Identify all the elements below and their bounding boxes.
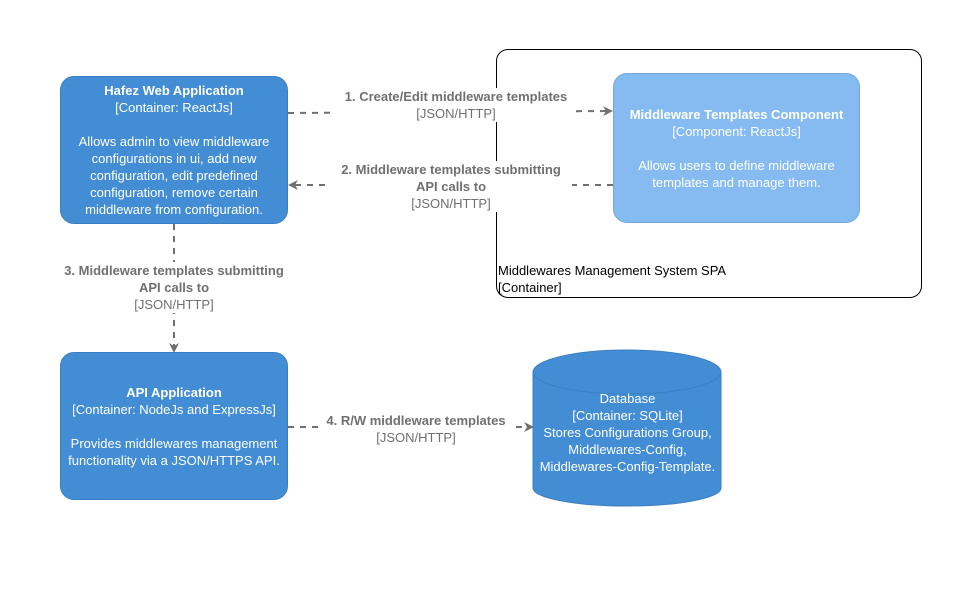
edge-2-label: 2. Middleware templates submitting API c… — [330, 161, 572, 212]
node-title: Middleware Templates Component — [629, 106, 844, 122]
node-tech: [Container: SQLite] — [572, 408, 683, 423]
database-node-text: Database [Container: SQLite] Stores Conf… — [530, 390, 725, 475]
edge-label-text: 1. Create/Edit middleware templates — [344, 89, 568, 104]
edge-protocol: [JSON/HTTP] — [411, 196, 491, 211]
node-tech: [Container: NodeJs and ExpressJs] — [72, 401, 276, 417]
api-application-node[interactable]: API Application [Container: NodeJs and E… — [60, 352, 288, 500]
node-description: Allows admin to view middleware configur… — [78, 134, 270, 217]
edge-4-label: 4. R/W middleware templates [JSON/HTTP] — [318, 412, 514, 446]
node-tech: [Container: ReactJs] — [115, 100, 233, 115]
edge-protocol: [JSON/HTTP] — [134, 297, 214, 312]
node-title: Hafez Web Application — [104, 83, 244, 98]
boundary-type: [Container] — [498, 280, 562, 295]
node-title: Database — [599, 391, 656, 406]
database-cylinder[interactable] — [532, 349, 722, 507]
hafez-web-application-node[interactable]: Hafez Web Application [Container: ReactJ… — [60, 76, 288, 224]
edge-label-text: 2. Middleware templates submitting API c… — [341, 162, 561, 194]
edge-3-label: 3. Middleware templates submitting API c… — [54, 262, 294, 313]
edge-label-text: 4. R/W middleware templates — [326, 413, 506, 428]
node-description: Allows users to define middleware templa… — [638, 157, 835, 190]
boundary-name: Middlewares Management System SPA — [498, 263, 727, 278]
edge-protocol: [JSON/HTTP] — [376, 430, 456, 445]
node-title: API Application — [126, 384, 222, 400]
middleware-templates-component-node[interactable]: Middleware Templates Component [Componen… — [613, 73, 860, 223]
node-tech: [Component: ReactJs] — [672, 123, 801, 139]
edge-label-text: 3. Middleware templates submitting API c… — [64, 263, 284, 295]
edge-protocol: [JSON/HTTP] — [416, 106, 496, 121]
edge-1-label: 1. Create/Edit middleware templates [JSO… — [336, 88, 576, 122]
node-description: Provides middlewares management function… — [68, 435, 280, 468]
boundary-label: Middlewares Management System SPA [Conta… — [498, 262, 726, 296]
node-description: Stores Configurations Group, Middlewares… — [539, 425, 716, 474]
